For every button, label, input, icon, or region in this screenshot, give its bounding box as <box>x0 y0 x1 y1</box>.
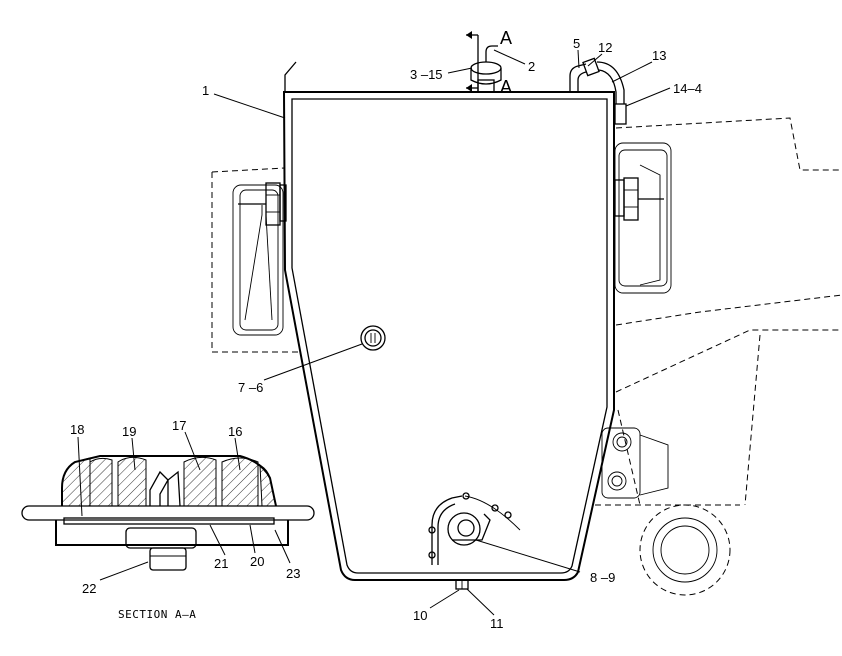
section-cut-marker: A A <box>466 28 512 97</box>
callout-7-6: 7 –6 <box>238 380 263 395</box>
machine-frame-phantom <box>211 117 842 596</box>
callout-1: 1 <box>202 83 209 98</box>
callout-labels: 1 2 3 –15 5 12 13 14–4 7 –6 8 –9 10 11 1… <box>70 36 702 631</box>
section-a-a-detail <box>21 455 315 571</box>
callout-19: 19 <box>122 424 136 439</box>
left-mount-bolt <box>238 182 287 226</box>
pulley-wheel <box>639 504 731 596</box>
callout-11: 11 <box>490 616 504 631</box>
callout-18: 18 <box>70 422 84 437</box>
callout-14-4: 14–4 <box>673 81 702 96</box>
sight-gauge <box>360 325 386 351</box>
hydraulic-tank <box>238 45 664 590</box>
right-mount-bolt <box>614 177 664 221</box>
section-marker-top: A <box>500 28 512 48</box>
breather-hose <box>569 57 627 125</box>
callout-21: 21 <box>214 556 228 571</box>
callout-23: 23 <box>286 566 300 581</box>
callout-3-15: 3 –15 <box>410 67 443 82</box>
suction-strainer <box>428 492 521 565</box>
leader-lines <box>77 49 671 616</box>
section-caption: SECTION A–A <box>118 608 196 621</box>
callout-2: 2 <box>528 59 535 74</box>
callout-17: 17 <box>172 418 186 433</box>
callout-13: 13 <box>652 48 666 63</box>
callout-5: 5 <box>573 36 580 51</box>
section-marker-bottom: A <box>500 77 512 97</box>
callout-8-9: 8 –9 <box>590 570 615 585</box>
callout-20: 20 <box>250 554 264 569</box>
filler-cap <box>470 45 502 93</box>
callout-12: 12 <box>598 40 612 55</box>
callout-16: 16 <box>228 424 242 439</box>
callout-10: 10 <box>413 608 427 623</box>
callout-22: 22 <box>82 581 96 596</box>
hydraulic-block <box>601 427 669 499</box>
drain-plug <box>455 579 469 590</box>
